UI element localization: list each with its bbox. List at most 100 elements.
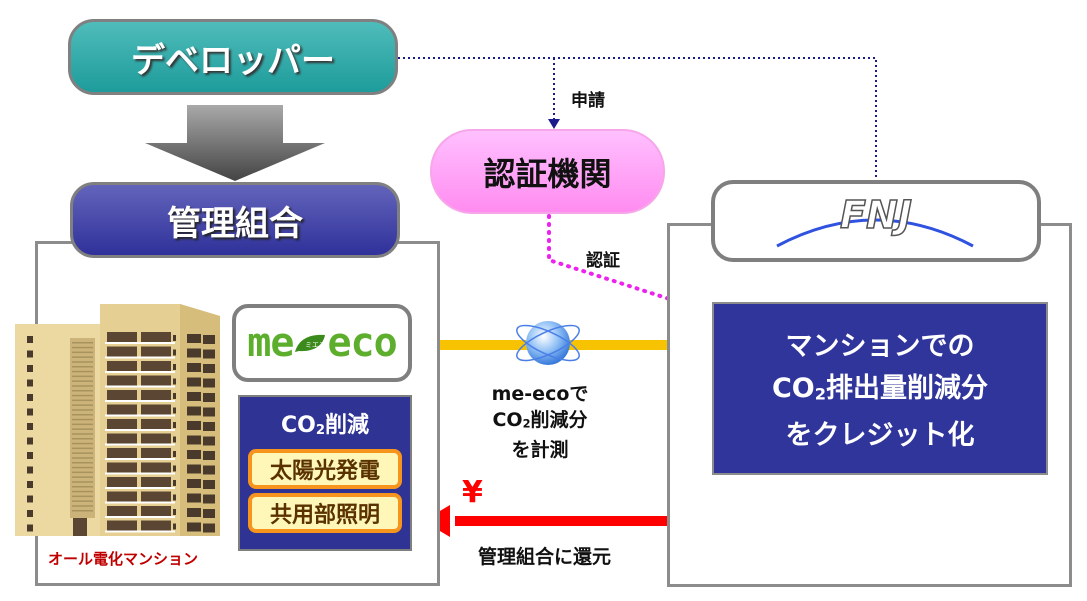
building-window	[72, 452, 93, 454]
certification-body-node: 認証機関	[430, 129, 665, 214]
fnj-logo-text: FNJ	[840, 193, 912, 237]
building-window	[107, 419, 137, 429]
building-window	[105, 472, 175, 475]
building-window	[27, 423, 33, 430]
building-window	[141, 404, 171, 415]
building-window	[72, 418, 93, 421]
building-window	[187, 479, 201, 488]
building-window	[203, 407, 215, 417]
building-window	[72, 505, 93, 507]
certify-line	[547, 214, 690, 307]
building-window	[141, 361, 171, 371]
building-window	[107, 448, 137, 458]
building-window	[141, 433, 171, 444]
building-window	[203, 480, 215, 489]
building-window	[72, 356, 93, 358]
building-window	[105, 414, 175, 417]
building-window	[27, 437, 33, 445]
building-window	[72, 342, 93, 344]
building-window	[72, 366, 93, 368]
building-window	[72, 510, 93, 512]
building-window	[72, 399, 93, 402]
building-window	[203, 349, 215, 359]
building-window	[107, 477, 137, 487]
building-window	[141, 477, 171, 487]
building-window	[72, 380, 93, 382]
building-window	[203, 335, 215, 344]
building-window	[105, 516, 175, 518]
building-window	[107, 361, 137, 371]
building-window	[187, 522, 201, 532]
building-window	[141, 448, 171, 458]
building-window	[203, 494, 215, 504]
building-window	[141, 419, 171, 429]
apartment-building-icon	[15, 304, 220, 536]
building-window	[141, 332, 171, 342]
building-window	[107, 332, 137, 342]
building-window	[107, 346, 137, 357]
building-window	[187, 493, 201, 503]
building-window	[27, 408, 33, 416]
meeco-logo-left: me	[247, 320, 294, 366]
building-caption: オール電化マンション	[48, 550, 199, 568]
building-window	[187, 450, 201, 459]
building-window	[173, 523, 176, 530]
building-window	[173, 509, 176, 515]
building-window	[72, 481, 93, 483]
building-window	[72, 433, 93, 435]
building-window	[173, 422, 176, 428]
building-window	[27, 379, 33, 387]
building-window	[173, 480, 176, 486]
building-window	[72, 414, 93, 416]
meeco-logo-right: eco	[327, 320, 397, 366]
building-window	[72, 423, 93, 426]
building-window	[203, 378, 215, 388]
building-window	[105, 385, 175, 388]
certify-label: 認証	[586, 251, 620, 271]
building-window	[72, 428, 93, 430]
building-window	[187, 464, 201, 474]
building-window	[107, 433, 137, 444]
building-window	[72, 442, 93, 445]
building-window	[187, 392, 201, 401]
building-window	[72, 447, 93, 450]
building-window	[141, 506, 171, 516]
building-window	[187, 348, 201, 358]
building-window	[203, 364, 215, 373]
building-window	[141, 520, 171, 531]
co2-item-common-lighting: 共用部照明	[248, 493, 402, 533]
building-window	[72, 404, 93, 406]
building-window	[187, 377, 201, 387]
building-window	[141, 375, 171, 386]
building-window	[107, 506, 137, 516]
building-window	[203, 436, 215, 446]
apply-line	[398, 57, 877, 182]
fnj-logo-box: FNJ	[711, 180, 1041, 262]
developer-label: デベロッパー	[131, 40, 335, 81]
building-window	[72, 462, 93, 464]
building-window	[72, 438, 93, 440]
building-window	[203, 509, 215, 518]
building-window	[173, 393, 176, 399]
building-window	[72, 385, 93, 387]
management-association-label: 管理組合	[167, 203, 303, 244]
building-window	[27, 365, 33, 372]
building-window	[105, 458, 175, 460]
building-windows	[27, 332, 215, 533]
building-window	[72, 476, 93, 478]
building-window	[72, 471, 93, 474]
credit-line-1: マンションでの	[785, 331, 975, 362]
building-window	[173, 407, 176, 414]
building-window	[27, 452, 33, 459]
building-window	[173, 465, 176, 472]
building-window	[72, 346, 93, 349]
building-window	[72, 495, 93, 498]
globe-icon	[516, 321, 580, 365]
building-window	[187, 421, 201, 430]
building-window	[203, 393, 215, 402]
building-window	[27, 495, 33, 503]
building-window	[72, 490, 93, 493]
measure-description: me-ecoで CO2削減分 を計測	[491, 383, 589, 461]
building-window	[105, 501, 175, 504]
building-window	[27, 481, 33, 488]
